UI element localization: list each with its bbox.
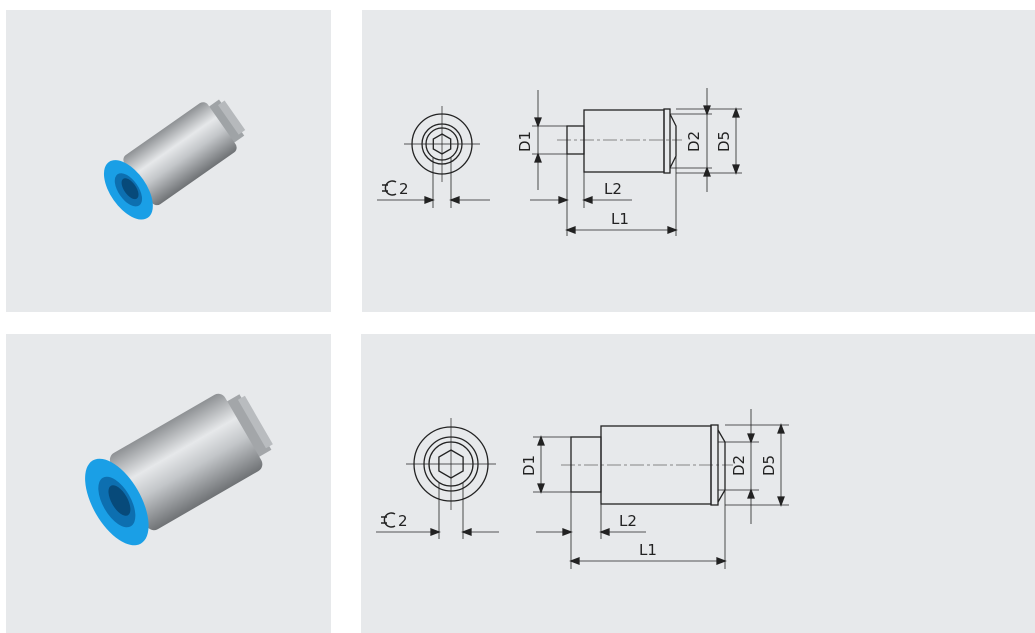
dimension-drawing-1: 2: [377, 88, 742, 236]
technical-drawing-panel-2: 2: [361, 334, 1035, 633]
dimension-drawing-2: 2: [376, 409, 789, 569]
end-view-2: [376, 418, 499, 539]
technical-drawing-panel-1: 2: [362, 10, 1035, 312]
side-view-2: [533, 409, 789, 569]
dim-label-d1: D1: [520, 455, 538, 476]
thread-stub: [207, 99, 245, 144]
dim-label-d1: D1: [516, 131, 534, 152]
wrench-size-label: 2: [398, 512, 408, 530]
wrench-size-label: 2: [399, 180, 409, 198]
dim-label-l2: L2: [619, 512, 637, 530]
fitting-body: [109, 393, 263, 531]
dim-label-l1: L1: [639, 541, 657, 559]
dim-label-l2: L2: [604, 180, 622, 198]
dim-label-l1: L1: [611, 210, 629, 228]
product-photo-panel-1: [6, 10, 331, 312]
dim-label-d5: D5: [760, 455, 778, 476]
wrench-size-icon-1: [382, 180, 397, 196]
dim-label-d2: D2: [685, 131, 703, 152]
product-photo-panel-2: [6, 334, 331, 633]
side-view-1: [530, 88, 742, 236]
push-in-fitting-photo-2: [85, 393, 273, 546]
dim-label-d5: D5: [715, 131, 733, 152]
wrench-size-icon-2: [381, 512, 396, 528]
end-view-1: [377, 106, 490, 208]
thread-stub: [225, 394, 272, 458]
fitting-body: [123, 102, 237, 206]
push-in-fitting-photo-1: [103, 99, 246, 220]
dim-label-d2: D2: [730, 455, 748, 476]
